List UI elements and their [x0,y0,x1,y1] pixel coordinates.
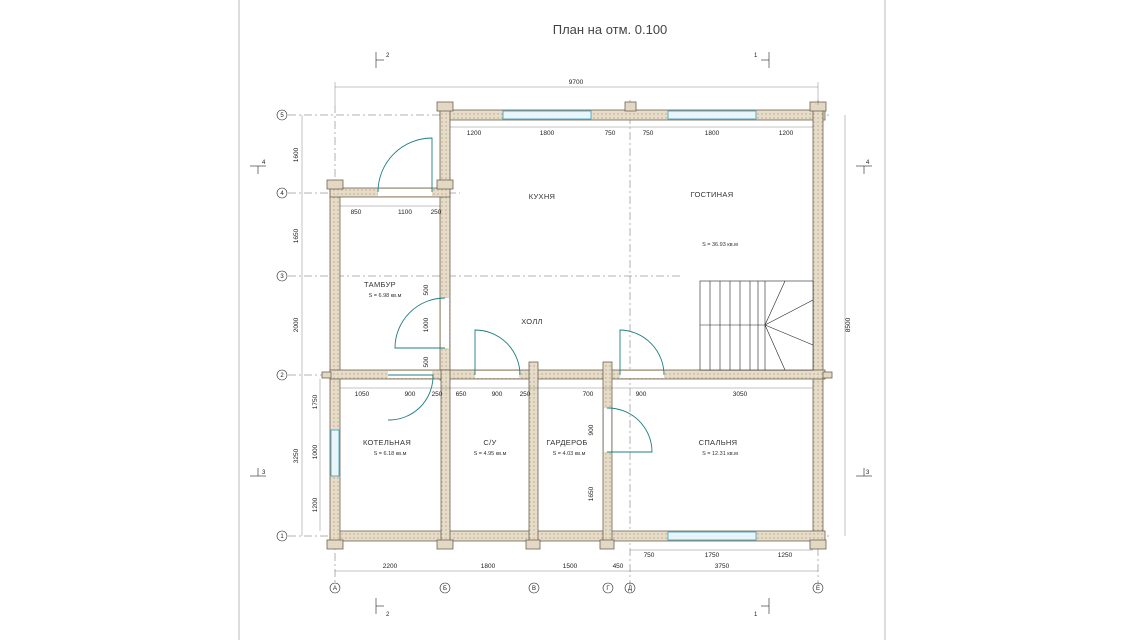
openings [330,110,757,541]
room-hall-name: ХОЛЛ [521,317,543,326]
svg-text:4: 4 [262,160,266,166]
section-mark-top-right: 1 [754,52,770,68]
svg-text:1050: 1050 [355,391,370,398]
svg-text:2: 2 [280,373,284,379]
section-mark-top-left: 2 [375,52,390,68]
room-boiler-area: S = 6.18 кв.м [374,451,407,457]
staircase [699,280,814,371]
svg-text:3250: 3250 [293,448,300,463]
top-window-dimensions: 1200 1800 750 750 1800 1200 [450,126,813,137]
svg-text:3: 3 [866,470,870,476]
svg-text:1650: 1650 [588,486,595,501]
plan-title: План на отм. 0.100 [553,22,668,37]
svg-text:Д: Д [628,586,632,592]
svg-text:1200: 1200 [779,130,794,137]
room-kitchen-name: КУХНЯ [529,192,556,201]
svg-text:2: 2 [386,612,390,618]
svg-text:Г: Г [606,586,610,592]
overall-width-label: 9700 [569,79,584,86]
svg-text:1: 1 [280,534,284,540]
svg-text:1800: 1800 [540,130,555,137]
bottom-dimension-chain: 2200 1800 1500 450 3750 [335,563,818,572]
svg-text:900: 900 [588,424,595,435]
svg-text:650: 650 [456,391,467,398]
room-living-name: ГОСТИНАЯ [691,190,734,199]
svg-text:3: 3 [262,470,266,476]
section-mark-left-upper: 4 [250,160,266,174]
svg-text:1200: 1200 [312,497,319,512]
svg-text:1: 1 [754,53,758,59]
svg-text:1000: 1000 [312,444,319,459]
svg-text:900: 900 [636,391,647,398]
svg-text:4: 4 [280,191,284,197]
section-mark-right-lower: 3 [856,468,872,477]
svg-text:1600: 1600 [293,147,300,162]
svg-text:1750: 1750 [312,394,319,409]
overall-depth-label: 8500 [845,317,852,332]
room-bath-area: S = 4.95 кв.м [474,451,507,457]
svg-text:1: 1 [754,612,758,618]
svg-text:Е: Е [816,586,820,592]
section-mark-left-lower: 3 [250,468,266,477]
svg-text:750: 750 [644,552,655,559]
svg-text:2000: 2000 [293,317,300,332]
svg-text:3: 3 [280,274,284,280]
svg-text:2200: 2200 [383,563,398,570]
svg-text:1800: 1800 [705,130,720,137]
room-bedroom-area: S = 12.31 кв.м [702,451,738,457]
row-axis-markers: 5 4 3 2 1 [276,109,288,542]
svg-text:1500: 1500 [563,563,578,570]
svg-text:700: 700 [583,391,594,398]
room-living-area: S = 36.93 кв.м [702,242,738,248]
svg-text:250: 250 [520,391,531,398]
middle-dimensions: 1050 900 250 650 900 250 700 900 3050 [340,387,813,398]
svg-text:1100: 1100 [398,209,412,216]
svg-text:850: 850 [351,209,362,216]
svg-text:1200: 1200 [467,130,482,137]
svg-text:1750: 1750 [705,552,720,559]
bottom-window-dimensions: 750 1750 1250 [630,549,813,559]
svg-text:В: В [532,586,536,592]
section-mark-bottom-right: 1 [754,598,770,618]
svg-text:250: 250 [432,391,443,398]
svg-text:5: 5 [280,113,284,119]
svg-text:450: 450 [613,563,624,570]
room-boiler-name: КОТЕЛЬНАЯ [363,438,411,447]
svg-text:3750: 3750 [715,563,730,570]
svg-text:3050: 3050 [733,391,748,398]
overall-dimensions: 9700 8500 [334,79,852,536]
tambur-dimensions: 850 1100 250 [340,205,442,216]
svg-text:750: 750 [643,130,654,137]
svg-text:2: 2 [386,53,390,59]
svg-text:4: 4 [866,160,870,166]
svg-text:500: 500 [423,356,430,367]
room-tambur-name: ТАМБУР [364,280,396,289]
svg-text:1800: 1800 [481,563,496,570]
svg-text:Б: Б [443,586,447,592]
inner-vertical-dimensions: 500 1000 500 900 1650 [423,284,595,501]
left-dimension-chain: 1600 1650 2000 3250 1750 1000 1200 [293,115,321,536]
room-bedroom-name: СПАЛЬНЯ [699,438,738,447]
section-mark-bottom-left: 2 [375,598,390,618]
room-bath-name: С/У [483,438,496,447]
room-wardrobe-area: S = 4.03 кв.м [553,451,586,457]
svg-text:А: А [333,586,337,592]
doors [377,137,665,453]
section-mark-right-upper: 4 [856,160,872,174]
svg-text:900: 900 [405,391,416,398]
room-labels: КУХНЯ ГОСТИНАЯ S = 36.93 кв.м ТАМБУР S =… [363,190,738,457]
svg-text:250: 250 [431,209,442,216]
svg-text:900: 900 [492,391,503,398]
room-tambur-area: S = 6.98 кв.м [369,293,402,299]
svg-text:1250: 1250 [778,552,793,559]
svg-text:500: 500 [423,284,430,295]
svg-text:1650: 1650 [293,228,300,243]
room-wardrobe-name: ГАРДЕРОБ [546,438,587,447]
svg-text:1000: 1000 [423,317,430,332]
column-axis-markers: А Б В Г Д Е [329,582,824,594]
svg-text:750: 750 [605,130,616,137]
